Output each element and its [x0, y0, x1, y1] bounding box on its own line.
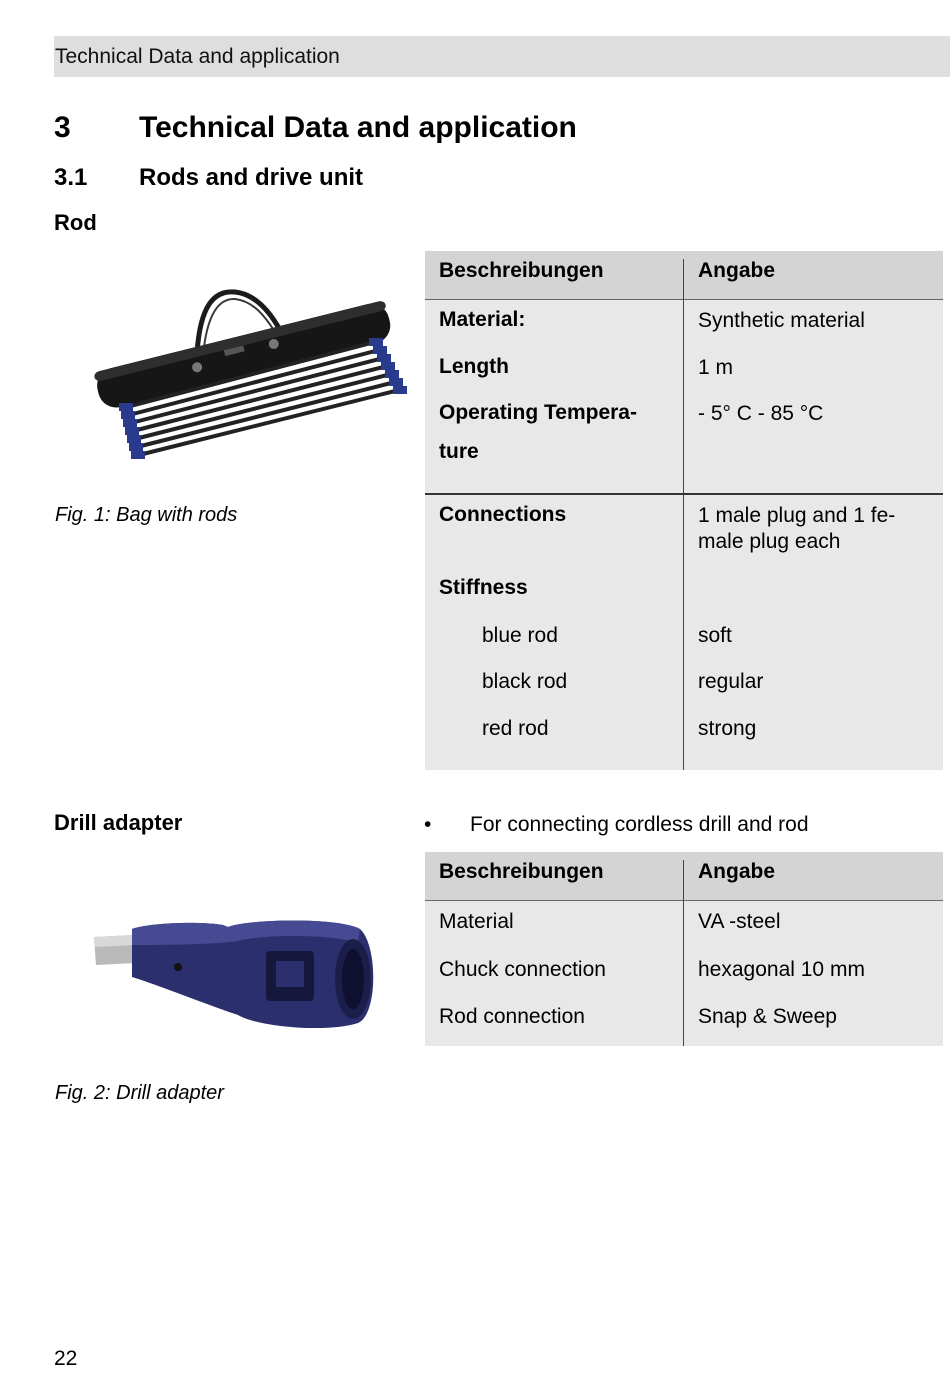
- row-label-stiffness: Stiffness: [439, 576, 528, 599]
- page-number: 22: [54, 1347, 78, 1370]
- section-number: 3: [54, 111, 71, 144]
- row-label-connections: Connections: [439, 503, 567, 526]
- row-value-material: VA -steel: [698, 910, 781, 933]
- row-label-chuck-connection: Chuck connection: [439, 958, 606, 981]
- row-value-temperature: - 5° C - 85 °C: [698, 402, 824, 425]
- bullet-text: For connecting cordless drill and rod: [470, 813, 809, 836]
- bullet-dot: •: [424, 813, 432, 836]
- section-title: Technical Data and application: [139, 111, 577, 144]
- drill-adapter-spec-table: Beschreibungen Angabe Material VA -steel…: [425, 852, 943, 1046]
- row-value-blue-rod: soft: [698, 624, 732, 647]
- table-header-description: Beschreibungen: [439, 259, 604, 282]
- row-value-connections-line1: 1 male plug and 1 fe-: [698, 504, 896, 527]
- table-header-value: Angabe: [698, 860, 776, 883]
- row-value-black-rod: regular: [698, 670, 764, 693]
- row-label-rod-connection: Rod connection: [439, 1005, 585, 1028]
- table-header-description: Beschreibungen: [439, 860, 604, 883]
- row-label-black-rod: black rod: [482, 670, 568, 693]
- table-header-row: [425, 852, 943, 901]
- running-header-title: Technical Data and application: [55, 45, 340, 68]
- row-value-rod-connection: Snap & Sweep: [698, 1005, 837, 1028]
- bag-with-rods-image: [94, 289, 407, 459]
- figure-1-caption: Fig. 1: Bag with rods: [55, 504, 238, 526]
- row-value-red-rod: strong: [698, 717, 757, 740]
- row-label-temperature-line1: Operating Tempera-: [439, 401, 637, 424]
- table-header-value: Angabe: [698, 259, 776, 282]
- row-label-material: Material:: [439, 308, 526, 331]
- rod-heading: Rod: [54, 210, 97, 235]
- figure-2-caption: Fig. 2: Drill adapter: [55, 1082, 224, 1104]
- subsection-number: 3.1: [54, 164, 88, 191]
- row-label-length: Length: [439, 355, 509, 378]
- running-header: Technical Data and application: [54, 36, 950, 77]
- table-header-row: [425, 251, 943, 300]
- row-label-material: Material: [439, 910, 514, 933]
- row-label-red-rod: red rod: [482, 717, 549, 740]
- row-value-chuck-connection: hexagonal 10 mm: [698, 958, 865, 981]
- drill-adapter-heading: Drill adapter: [54, 810, 183, 835]
- drill-adapter-image: [94, 920, 374, 1029]
- row-value-material: Synthetic material: [698, 309, 865, 332]
- rod-spec-table: Beschreibungen Angabe Material: Syntheti…: [425, 251, 943, 770]
- subsection-title: Rods and drive unit: [139, 164, 364, 191]
- row-value-length: 1 m: [698, 356, 734, 379]
- row-label-temperature-line2: ture: [439, 440, 479, 463]
- row-label-blue-rod: blue rod: [482, 624, 558, 647]
- row-value-connections-line2: male plug each: [698, 530, 841, 553]
